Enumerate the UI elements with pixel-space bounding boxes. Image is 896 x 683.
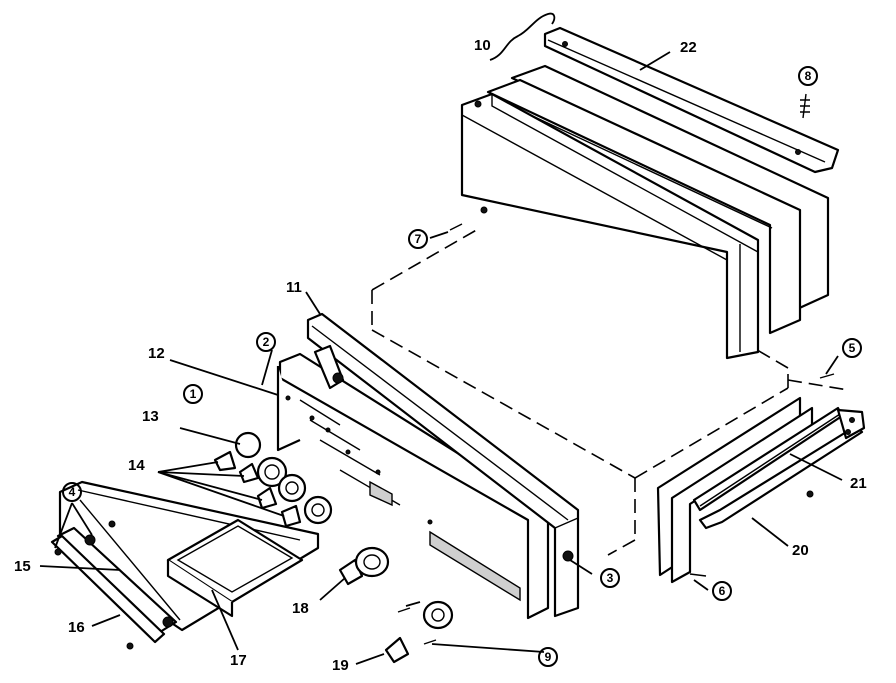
side-rail — [698, 424, 864, 530]
bracket-10-brace — [489, 12, 556, 61]
door-window — [166, 518, 304, 618]
screw-7 — [429, 223, 463, 239]
label-11: 11 — [286, 279, 302, 296]
label-14: 14 — [128, 457, 145, 474]
callout-7: 7 — [415, 232, 422, 246]
leader-lines — [39, 51, 843, 665]
label-20: 20 — [792, 542, 809, 559]
callout-8: 8 — [805, 69, 812, 83]
number-labels: 10 22 11 12 13 14 15 16 17 18 19 20 21 — [14, 37, 867, 674]
callout-9: 9 — [545, 650, 552, 664]
callout-3: 3 — [607, 571, 614, 585]
label-18: 18 — [292, 600, 309, 617]
callout-5: 5 — [849, 341, 856, 355]
label-13: 13 — [142, 408, 159, 425]
screw-8 — [800, 93, 810, 119]
callout-2: 2 — [263, 335, 270, 349]
label-10: 10 — [474, 37, 491, 54]
callout-1: 1 — [190, 387, 197, 401]
label-21: 21 — [850, 475, 867, 492]
side-slide — [656, 373, 866, 584]
knob-19 — [384, 600, 454, 664]
rear-panel-assembly — [460, 64, 830, 360]
callout-6: 6 — [719, 584, 726, 598]
circled-callouts: 1 2 3 4 5 6 7 8 9 — [62, 66, 862, 667]
label-12: 12 — [148, 345, 165, 362]
front-trim-bar — [306, 312, 580, 618]
label-15: 15 — [14, 558, 31, 575]
knob-18 — [338, 546, 390, 586]
label-16: 16 — [68, 619, 85, 636]
callout-4: 4 — [69, 485, 76, 499]
label-19: 19 — [332, 657, 349, 674]
label-22: 22 — [680, 39, 697, 56]
top-rail — [543, 26, 840, 174]
label-17: 17 — [230, 652, 247, 669]
control-knobs — [213, 431, 333, 528]
